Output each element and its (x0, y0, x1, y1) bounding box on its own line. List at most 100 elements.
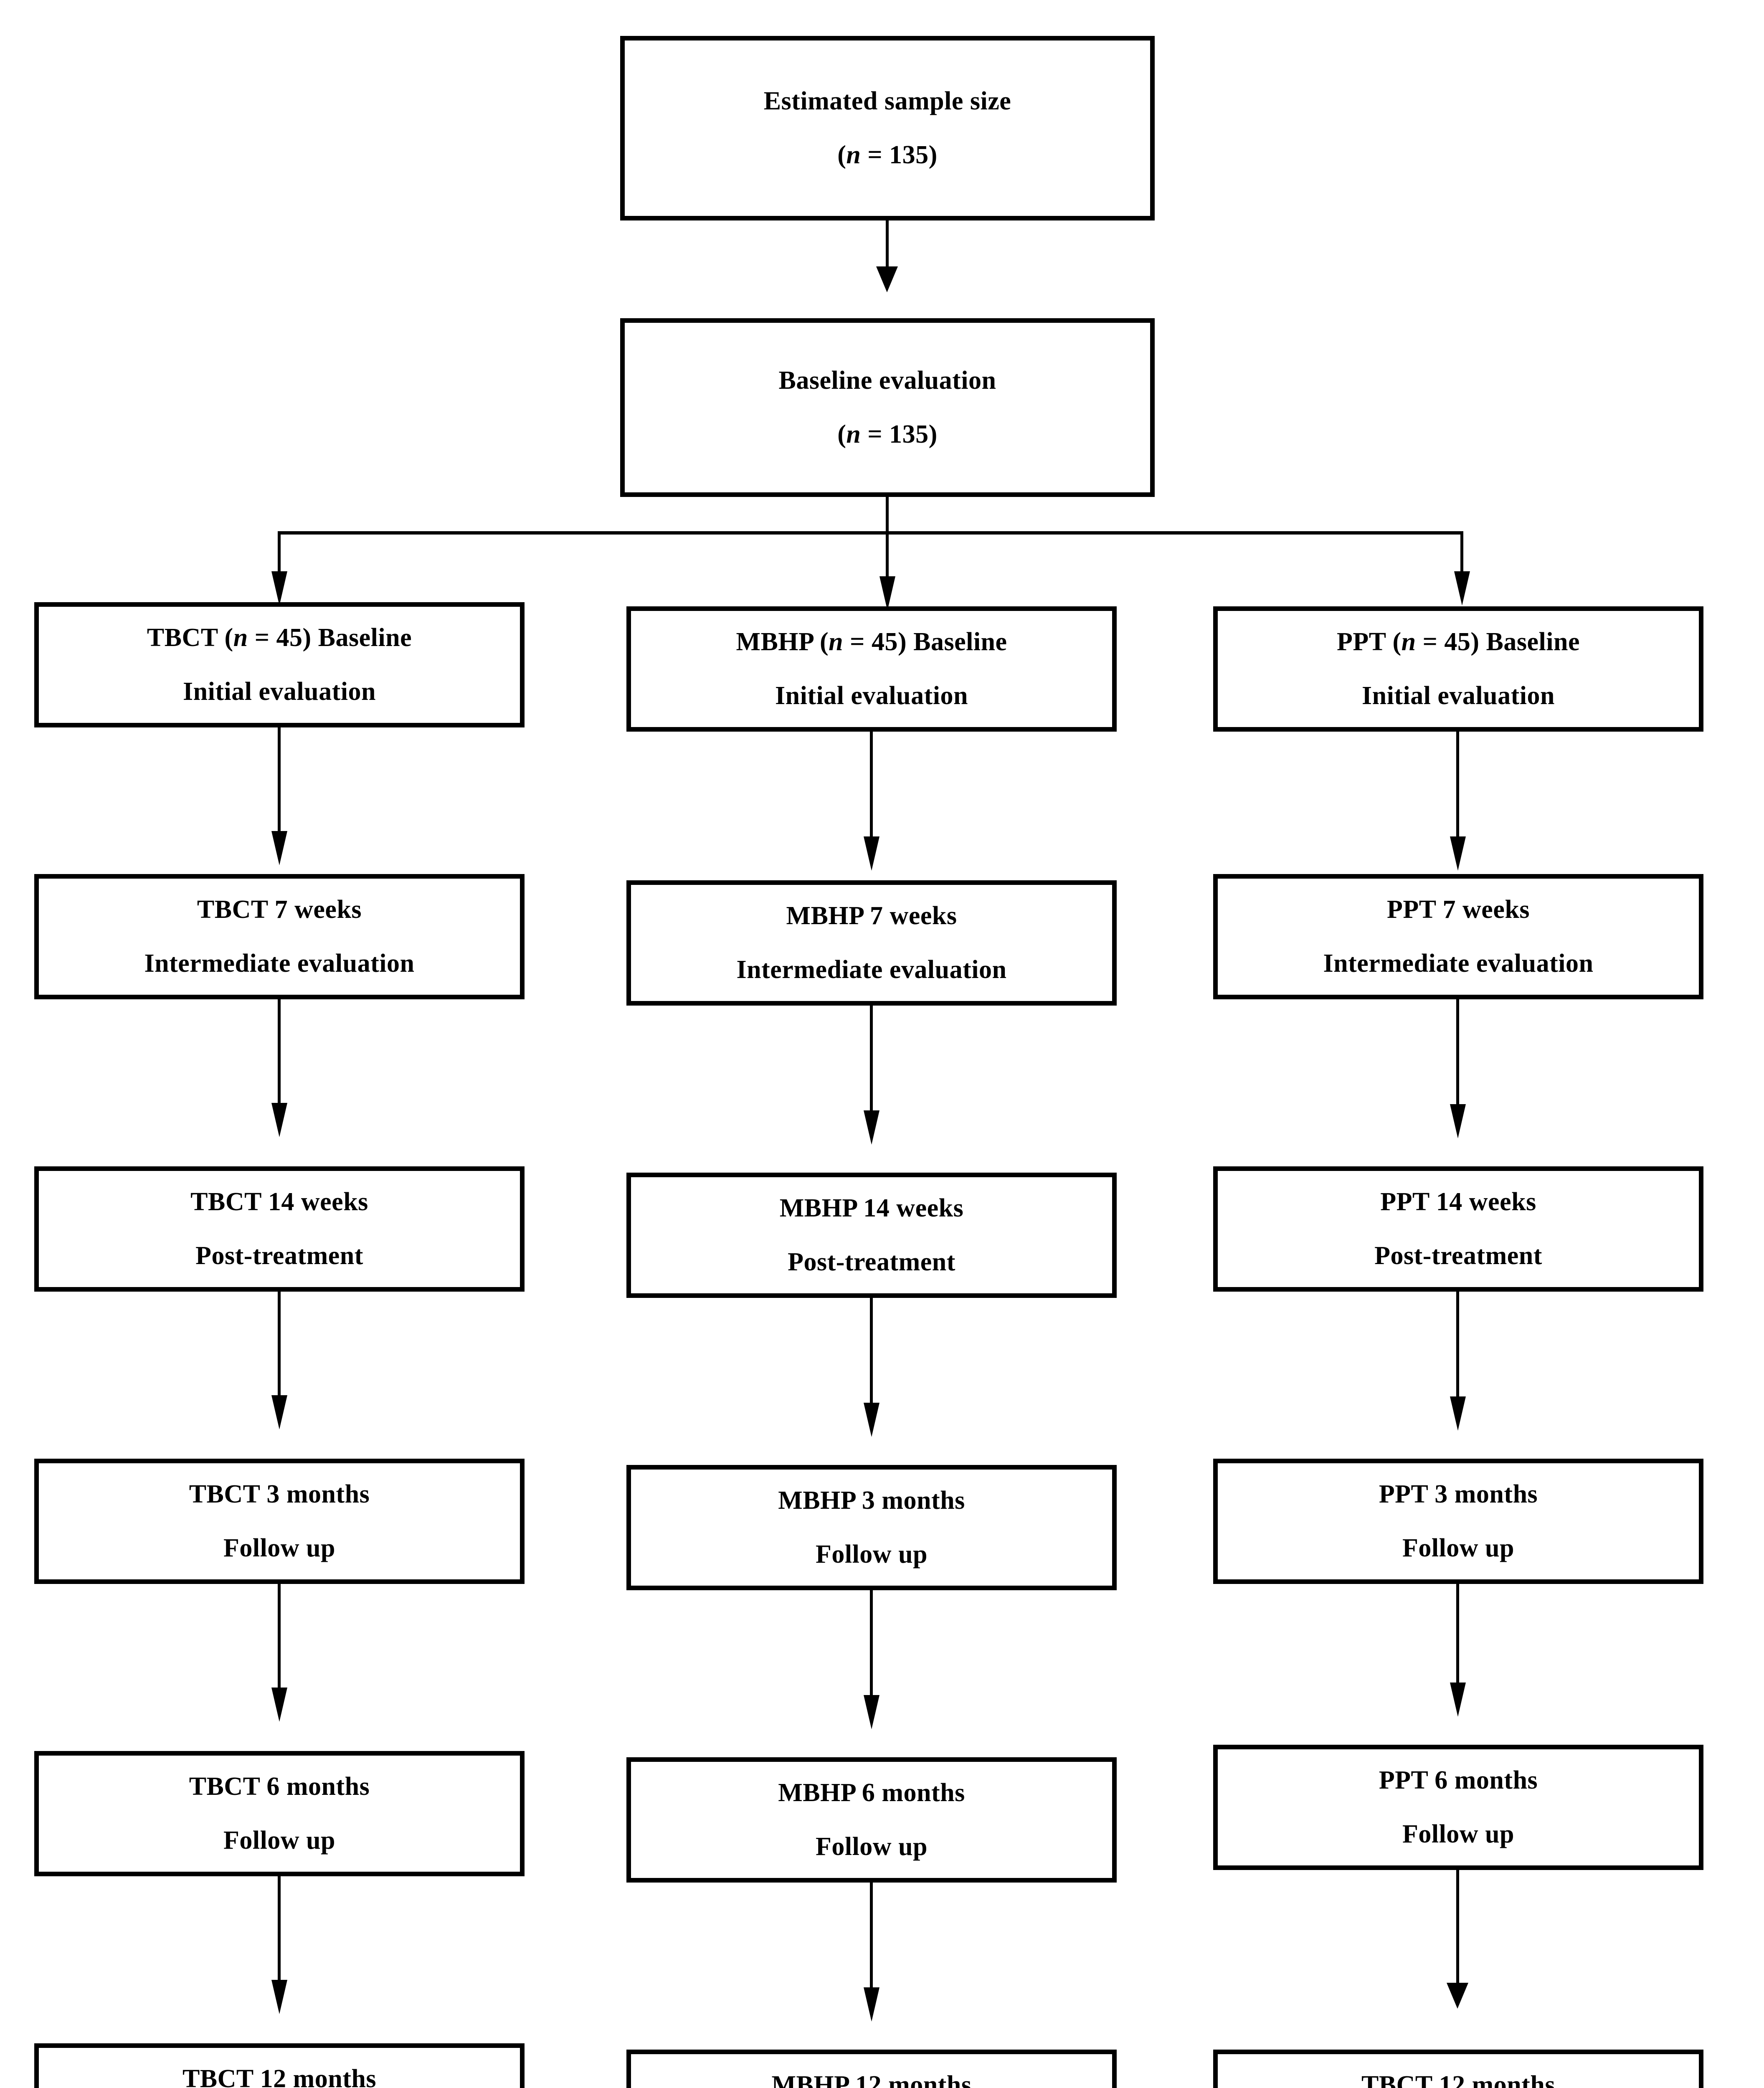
connector-ppt-3-4-arrow (1450, 1396, 1466, 1431)
connector-tbct-4-5-line (278, 1584, 281, 1693)
n-value: = 135) (861, 141, 938, 169)
node-line-2: Initial evaluation (1361, 682, 1555, 710)
branch-arrow-ppt (1454, 571, 1470, 606)
node-line-2: Post-treatment (788, 1248, 956, 1276)
node-line-2: Follow up (1402, 1820, 1515, 1848)
node-ppt-6-months: PPT 6 months Follow up (1213, 1745, 1703, 1870)
branch-drop-mbhp (886, 531, 889, 594)
node-mbhp-6-months: MBHP 6 months Follow up (626, 1757, 1117, 1883)
node-line-1: TBCT (n = 45) Baseline (39, 624, 520, 652)
connector-tbct-4-5-arrow (271, 1688, 287, 1722)
connector-mbhp-3-4-line (870, 1298, 873, 1409)
node-line-2: Follow up (815, 1540, 928, 1569)
node-line-1: PPT 3 months (1379, 1480, 1538, 1509)
connector-tbct-2-3-line (278, 999, 281, 1108)
node-line-1: MBHP 6 months (778, 1779, 965, 1807)
branch-horizontal-bar (278, 531, 1463, 535)
n-value: = 45) Baseline (843, 628, 1007, 656)
node-line-1: Baseline evaluation (778, 366, 996, 395)
node-line-2: Follow up (223, 1826, 336, 1855)
connector-tbct-1-2-arrow (271, 831, 287, 865)
node-line-2: Follow up (223, 1534, 336, 1562)
connector-ppt-1-2-line (1456, 732, 1459, 842)
connector-mbhp-5-6-line (870, 1883, 873, 1993)
connector-ppt-5-6-line (1456, 1870, 1459, 1991)
node-line-2: Initial evaluation (775, 682, 968, 710)
node-line-1: TBCT 12 months (1361, 2071, 1556, 2088)
n-value: = 135) (861, 420, 938, 449)
node-line-1: Estimated sample size (763, 87, 1011, 116)
node-line-2: Intermediate evaluation (736, 955, 1007, 984)
node-tbct-7-weeks: TBCT 7 weeks Intermediate evaluation (34, 874, 525, 999)
arm-label: PPT ( (1336, 628, 1402, 656)
branch-drop-tbct (278, 531, 281, 577)
branch-arrow-mbhp (879, 576, 895, 611)
connector-mbhp-1-2-line (870, 732, 873, 842)
node-line-1: PPT (n = 45) Baseline (1218, 628, 1699, 656)
node-line-1: TBCT 7 weeks (197, 895, 362, 924)
node-mbhp-3-months: MBHP 3 months Follow up (626, 1465, 1117, 1590)
node-ppt-baseline: PPT (n = 45) Baseline Initial evaluation (1213, 606, 1703, 732)
connector-ppt-1-2-arrow (1450, 836, 1466, 871)
node-mbhp-7-weeks: MBHP 7 weeks Intermediate evaluation (626, 880, 1117, 1006)
node-line-1: TBCT 3 months (189, 1480, 370, 1509)
node-tbct-6-months: TBCT 6 months Follow up (34, 1751, 525, 1876)
paren-open: ( (837, 141, 847, 169)
node-tbct-12-months: TBCT 12 months Follow up (34, 2043, 525, 2088)
connector-tbct-1-2-line (278, 727, 281, 836)
connector-estimated-to-baseline-line (886, 220, 889, 269)
node-mbhp-14-weeks: MBHP 14 weeks Post-treatment (626, 1173, 1117, 1298)
node-estimated-sample-size: Estimated sample size (n = 135) (620, 36, 1155, 220)
connector-mbhp-3-4-arrow (864, 1403, 879, 1437)
node-line-2: Intermediate evaluation (144, 949, 415, 978)
connector-tbct-3-4-line (278, 1292, 281, 1400)
node-tbct-14-weeks: TBCT 14 weeks Post-treatment (34, 1166, 525, 1292)
n-value: = 45) Baseline (248, 623, 412, 652)
connector-ppt-4-5-arrow (1450, 1683, 1466, 1717)
n-symbol: n (1401, 628, 1416, 656)
n-symbol: n (233, 623, 248, 652)
node-tbct-3-months: TBCT 3 months Follow up (34, 1459, 525, 1584)
connector-mbhp-2-3-arrow (864, 1110, 879, 1145)
connector-tbct-2-3-arrow (271, 1103, 287, 1137)
connector-estimated-to-baseline-arrow (876, 266, 898, 292)
node-ppt-14-weeks: PPT 14 weeks Post-treatment (1213, 1166, 1703, 1292)
connector-mbhp-1-2-arrow (864, 836, 879, 871)
node-line-2: Follow up (815, 1832, 928, 1861)
node-tbct-baseline: TBCT (n = 45) Baseline Initial evaluatio… (34, 602, 525, 727)
branch-stem (886, 497, 889, 535)
connector-mbhp-2-3-line (870, 1006, 873, 1116)
node-line-1: TBCT 12 months (182, 2065, 377, 2088)
node-line-2: Follow up (1402, 1534, 1515, 1562)
arm-label: MBHP ( (736, 628, 829, 656)
branch-arrow-tbct (271, 571, 287, 606)
node-line-2: Initial evaluation (182, 677, 376, 706)
connector-tbct-3-4-arrow (271, 1395, 287, 1429)
n-value: = 45) Baseline (1416, 628, 1580, 656)
node-line-1: MBHP 7 weeks (786, 902, 957, 930)
node-line-1: PPT 14 weeks (1380, 1188, 1536, 1216)
node-line-1: MBHP 3 months (778, 1486, 965, 1515)
connector-tbct-5-6-line (278, 1876, 281, 1985)
n-symbol: n (829, 628, 844, 656)
node-line-2: (n = 135) (625, 421, 1150, 449)
connector-mbhp-4-5-line (870, 1590, 873, 1701)
node-line-1: TBCT 6 months (189, 1772, 370, 1801)
connector-ppt-2-3-line (1456, 999, 1459, 1110)
connector-ppt-3-4-line (1456, 1292, 1459, 1402)
node-baseline-evaluation: Baseline evaluation (n = 135) (620, 318, 1155, 497)
node-ppt-12-months: TBCT 12 months Follow up (1213, 2050, 1703, 2088)
connector-mbhp-5-6-arrow (864, 1987, 879, 2022)
branch-drop-ppt (1460, 531, 1463, 577)
node-line-2: (n = 135) (625, 141, 1150, 169)
n-symbol: n (846, 420, 861, 449)
node-line-1: MBHP (n = 45) Baseline (631, 628, 1112, 656)
connector-ppt-5-6-arrow (1447, 1983, 1468, 2009)
node-line-1: PPT 7 weeks (1387, 895, 1530, 924)
node-line-2: Intermediate evaluation (1323, 949, 1594, 978)
node-line-2: Post-treatment (195, 1242, 363, 1270)
n-symbol: n (846, 141, 861, 169)
node-line-1: PPT 6 months (1379, 1766, 1538, 1795)
node-ppt-3-months: PPT 3 months Follow up (1213, 1459, 1703, 1584)
